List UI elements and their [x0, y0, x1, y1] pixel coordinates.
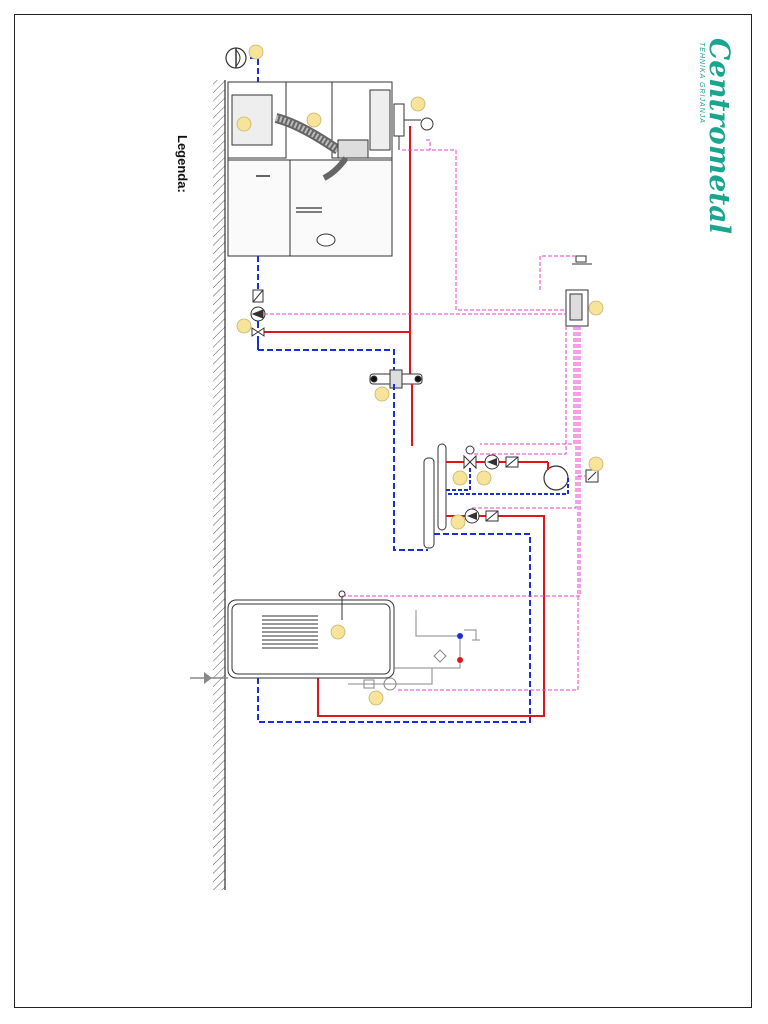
marker-recirculation [368, 690, 384, 706]
dhw-tank [227, 590, 395, 679]
heating-circuit [446, 445, 569, 495]
marker-mixing-valve [452, 470, 468, 486]
signal-wiring [264, 139, 586, 691]
marker-circuit-pump [476, 470, 492, 486]
distribution-manifold [423, 443, 447, 549]
page-frame [14, 14, 752, 1008]
recirculation-group [348, 610, 480, 691]
marker-dhw-tank [330, 624, 346, 640]
boiler-return-line [257, 256, 395, 374]
hydraulic-separator [369, 369, 423, 389]
shower-icon [464, 629, 480, 641]
pellet-boiler [227, 81, 405, 257]
controller [565, 289, 589, 327]
mixing-valve [463, 445, 477, 470]
fan-icon [225, 47, 247, 69]
marker-room-unit [588, 456, 604, 472]
marker-fan [248, 44, 264, 60]
markers [236, 44, 604, 706]
marker-boiler-pump [236, 318, 252, 334]
marker-flue-sensor [410, 96, 426, 112]
marker-hydraulic-separator [374, 386, 390, 402]
legend-title: Legenda: [175, 135, 190, 193]
valve-icon [251, 327, 265, 337]
marker-dhw-pump [450, 514, 466, 530]
brand-logo: Centrometal TEHNIKA GRIJANJA [698, 38, 736, 234]
boiler-supply-line [262, 126, 411, 374]
boiler-pump-group [250, 289, 266, 350]
brand-tagline: TEHNIKA GRIJANJA [698, 42, 705, 124]
marker-boiler [306, 112, 322, 128]
ground-icon [572, 255, 592, 265]
flue-sensor [420, 117, 434, 131]
room-unit [585, 469, 599, 483]
brand-name: Centrometal [703, 38, 736, 234]
marker-pellet-tank [236, 116, 252, 132]
marker-controller [588, 300, 604, 316]
dhw-circuit [257, 508, 545, 723]
wall [213, 80, 226, 890]
